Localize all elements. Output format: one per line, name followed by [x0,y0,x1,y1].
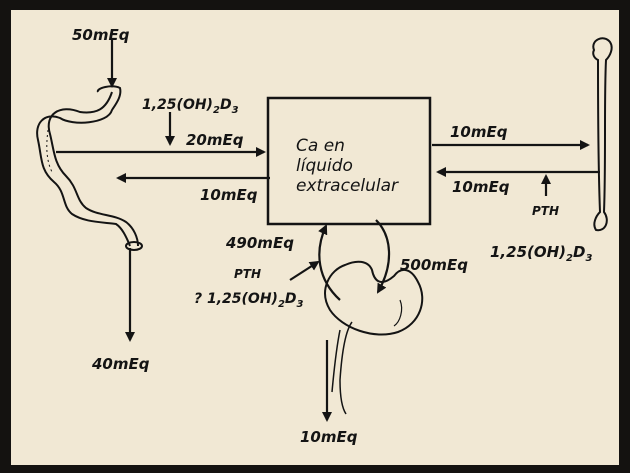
bone-in-label: 10mEq [452,180,510,195]
vitd-intestine-label: 1,25(OH)2D3 [142,98,239,116]
fecal-label: 40mEq [92,357,150,372]
intestine-drawing [37,86,142,250]
secretion-label: 10mEq [200,188,258,203]
bone-out-label: 10mEq [450,125,508,140]
filtration-label: 500mEq [400,258,468,273]
vitd-bone-label: 1,25(OH)2D3 [490,245,592,264]
bone-drawing [593,38,611,230]
pth-kidney-arrow [290,262,318,280]
kidney-drawing [325,262,422,414]
pth-bone-label: PTH [532,205,559,217]
pth-kidney-label: PTH [234,268,261,280]
box-line-3: extracelular [296,176,398,196]
intestine-input-label: 50mEq [72,28,130,43]
urine-label: 10mEq [300,430,358,445]
box-line-2: líquido [296,156,353,176]
absorption-label: 20mEq [186,133,244,148]
reabsorption-arrow [319,226,340,300]
vitd-kidney-label: ? 1,25(OH)2D3 [194,292,304,310]
reabsorption-label: 490mEq [226,236,294,251]
box-line-1: Ca en [296,136,345,156]
